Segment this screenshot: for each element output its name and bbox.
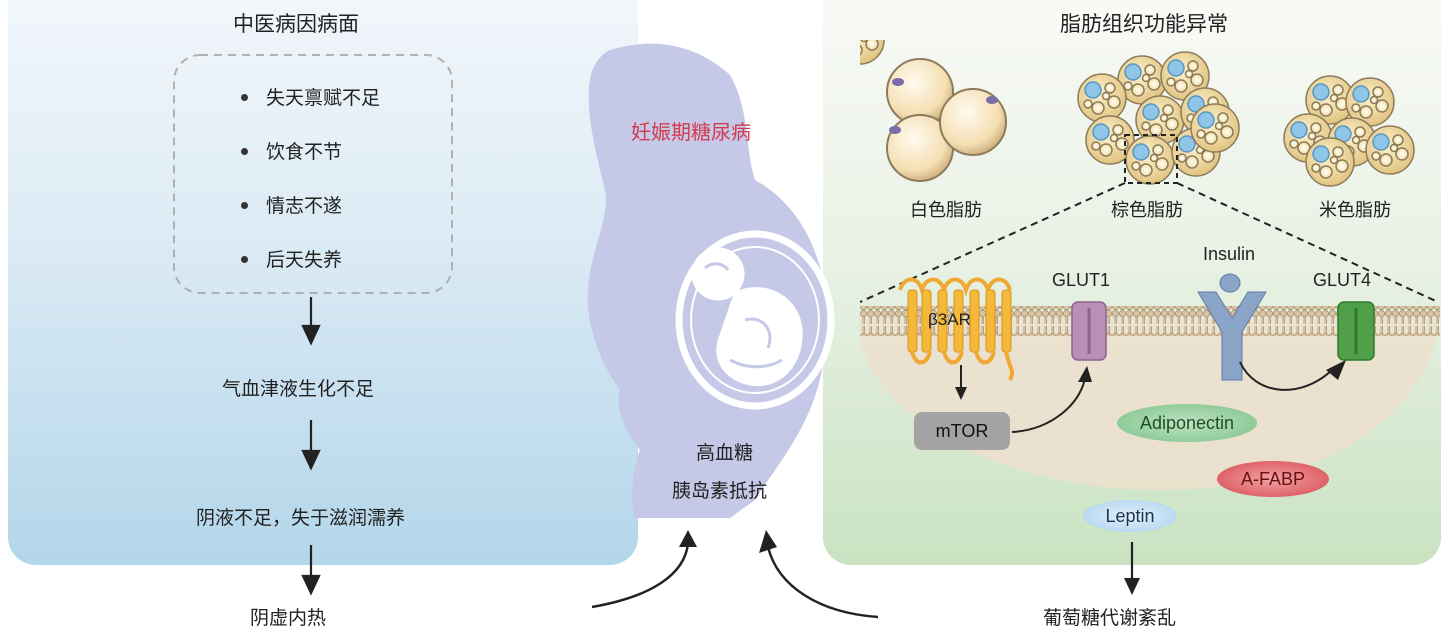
cause-item: 情志不遂 [238,194,380,248]
left-panel-title: 中医病因病面 [233,12,359,36]
mtor-box: mTOR [914,412,1010,450]
outcome-label: 葡萄糖代谢紊乱 [1043,607,1177,629]
signal-arrows [960,361,1333,433]
bullet-dot [241,202,248,209]
left-flow-arrows [301,297,321,596]
flow-step-2: 阴液不足，失于滋润濡养 [196,507,406,529]
beige-fat-cells [1283,75,1415,187]
b3ar-receptor [898,277,1015,381]
fat-label-brown: 棕色脂肪 [1111,200,1183,221]
flow-step-1: 气血津液生化不足 [222,378,375,400]
center-arrows [591,530,879,619]
causes-list: 失天禀赋不足 饮食不节 情志不遂 后天失养 [238,86,380,302]
adiponectin-pill: Adiponectin [1117,404,1257,442]
right-panel-title: 脂肪组织功能异常 [1060,12,1228,36]
fat-label-white: 白色脂肪 [910,200,982,221]
cause-item: 饮食不节 [238,140,380,194]
causes-box [173,54,453,294]
pregnant-body-illustration [587,43,835,519]
bullet-dot [241,94,248,101]
afabp-pill: A-FABP [1217,461,1329,497]
insulin-label: Insulin [1203,244,1256,264]
white-fat-cells [886,58,1007,182]
womb-outline [675,230,835,410]
cause-item: 失天禀赋不足 [238,86,380,140]
fat-label-beige: 米色脂肪 [1319,200,1391,221]
b3ar-label: β3AR [928,310,971,329]
brown-fat-cells [860,40,1240,185]
glut4-label: GLUT4 [1313,270,1372,290]
cause-item: 后天失养 [238,248,380,302]
leptin-pill: Leptin [1083,500,1177,532]
left-panel [8,0,638,565]
symptom-2: 胰岛素抵抗 [672,480,768,502]
bullet-dot [241,148,248,155]
leptin-arrow [1124,542,1140,595]
flow-step-3: 阴虚内热 [250,607,327,629]
bullet-dot [241,256,248,263]
zoom-box [1124,134,1178,184]
symptom-1: 高血糖 [696,442,754,464]
insulin-receptor [1197,273,1267,381]
glut4-transporter [1337,301,1375,361]
mtor-label: mTOR [935,420,989,441]
disease-label: 妊娠期糖尿病 [631,120,751,144]
glut1-transporter [1071,301,1107,361]
glut1-label: GLUT1 [1052,270,1111,290]
